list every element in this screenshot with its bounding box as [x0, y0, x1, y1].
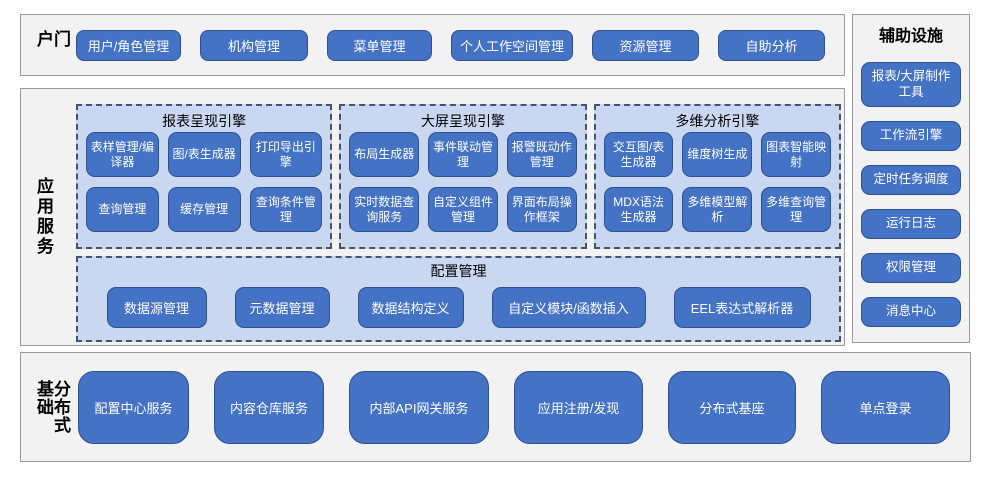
app-services-panel: 应用服务 报表呈现引擎 表样管理/编译器 图/表生成器 打印导出引擎 查询管理 …	[20, 88, 845, 346]
engine-button[interactable]: 打印导出引擎	[249, 132, 323, 177]
engine-button[interactable]: 图表智能映射	[761, 132, 831, 177]
engine-button[interactable]: MDX语法生成器	[603, 187, 674, 232]
foundation-button-api-gateway[interactable]: 内部API网关服务	[349, 370, 489, 444]
portal-button-user-role[interactable]: 用户/角色管理	[76, 29, 181, 61]
foundation-button-sso[interactable]: 单点登录	[821, 370, 950, 444]
config-button-custom-module[interactable]: 自定义模块/函数插入	[491, 287, 646, 328]
config-button-metadata[interactable]: 元数据管理	[234, 287, 330, 328]
report-engine-title: 报表呈现引擎	[162, 113, 247, 129]
aux-button-workflow[interactable]: 工作流引擎	[861, 121, 961, 151]
engine-button[interactable]: 实时数据查询服务	[349, 187, 420, 232]
portal-label: 门户	[34, 30, 70, 50]
app-services-content: 报表呈现引擎 表样管理/编译器 图/表生成器 打印导出引擎 查询管理 缓存管理 …	[76, 104, 841, 342]
portal-button-row: 用户/角色管理 机构管理 菜单管理 个人工作空间管理 资源管理 自助分析	[76, 29, 825, 61]
engine-button[interactable]: 多维查询管理	[761, 187, 831, 232]
foundation-button-row: 配置中心服务 内容仓库服务 内部API网关服务 应用注册/发现 分布式基座 单点…	[78, 370, 950, 444]
report-engine-grid: 表样管理/编译器 图/表生成器 打印导出引擎 查询管理 缓存管理 查询条件管理	[86, 132, 323, 232]
portal-button-resource[interactable]: 资源管理	[592, 29, 699, 61]
app-services-label: 应用服务	[34, 177, 53, 257]
bigscreen-engine-grid: 布局生成器 事件联动管理 报警既动作管理 实时数据查询服务 自定义组件管理 界面…	[349, 132, 577, 232]
foundation-button-content-repo[interactable]: 内容仓库服务	[214, 370, 324, 444]
auxiliary-title: 辅助设施	[878, 28, 943, 45]
engine-button[interactable]: 交互图/表生成器	[603, 132, 674, 177]
auxiliary-panel: 辅助设施 报表/大屏制作工具 工作流引擎 定时任务调度 运行日志 权限管理 消息…	[852, 14, 970, 343]
aux-button-report-tool[interactable]: 报表/大屏制作工具	[861, 62, 961, 107]
config-button-structure[interactable]: 数据结构定义	[357, 287, 464, 328]
engine-button[interactable]: 表样管理/编译器	[86, 132, 159, 177]
foundation-button-distributed-base[interactable]: 分布式基座	[668, 370, 796, 444]
config-button-eel-parser[interactable]: EEL表达式解析器	[673, 287, 811, 328]
engine-button[interactable]: 布局生成器	[349, 132, 420, 177]
engine-button[interactable]: 报警既动作管理	[506, 132, 577, 177]
config-button-row: 数据源管理 元数据管理 数据结构定义 自定义模块/函数插入 EEL表达式解析器	[88, 287, 829, 328]
engine-button[interactable]: 查询管理	[86, 187, 159, 232]
engine-button[interactable]: 维度树生成	[682, 132, 753, 177]
engine-button[interactable]: 缓存管理	[167, 187, 241, 232]
aux-button-message-center[interactable]: 消息中心	[861, 297, 961, 327]
portal-panel: 门户 用户/角色管理 机构管理 菜单管理 个人工作空间管理 资源管理 自助分析	[20, 14, 845, 76]
engine-button[interactable]: 多维模型解析	[682, 187, 753, 232]
olap-engine-grid: 交互图/表生成器 维度树生成 图表智能映射 MDX语法生成器 多维模型解析 多维…	[603, 132, 831, 232]
engines-row: 报表呈现引擎 表样管理/编译器 图/表生成器 打印导出引擎 查询管理 缓存管理 …	[76, 104, 841, 249]
portal-button-org[interactable]: 机构管理	[200, 29, 308, 61]
bigscreen-engine-title: 大屏呈现引擎	[420, 113, 505, 129]
bigscreen-engine-box: 大屏呈现引擎 布局生成器 事件联动管理 报警既动作管理 实时数据查询服务 自定义…	[339, 104, 587, 249]
olap-engine-title: 多维分析引擎	[675, 113, 760, 129]
aux-button-scheduler[interactable]: 定时任务调度	[861, 165, 961, 195]
engine-button[interactable]: 查询条件管理	[249, 187, 323, 232]
olap-engine-box: 多维分析引擎 交互图/表生成器 维度树生成 图表智能映射 MDX语法生成器 多维…	[593, 104, 841, 249]
config-management-box: 配置管理 数据源管理 元数据管理 数据结构定义 自定义模块/函数插入 EEL表达…	[76, 256, 841, 342]
foundation-button-config-center[interactable]: 配置中心服务	[78, 370, 189, 444]
config-management-title: 配置管理	[430, 263, 487, 279]
aux-button-runlog[interactable]: 运行日志	[861, 209, 961, 239]
aux-button-permission[interactable]: 权限管理	[861, 253, 961, 283]
portal-button-menu[interactable]: 菜单管理	[327, 29, 432, 61]
engine-button[interactable]: 界面布局操作框架	[506, 187, 577, 232]
report-engine-box: 报表呈现引擎 表样管理/编译器 图/表生成器 打印导出引擎 查询管理 缓存管理 …	[76, 104, 333, 249]
engine-button[interactable]: 事件联动管理	[428, 132, 498, 177]
foundation-button-app-registry[interactable]: 应用注册/发现	[514, 370, 643, 444]
foundation-panel: 分布式基础 配置中心服务 内容仓库服务 内部API网关服务 应用注册/发现 分布…	[20, 352, 971, 462]
portal-button-workspace[interactable]: 个人工作空间管理	[451, 29, 573, 61]
config-button-datasource[interactable]: 数据源管理	[106, 287, 207, 328]
portal-button-selfservice[interactable]: 自助分析	[718, 29, 825, 61]
engine-button[interactable]: 图/表生成器	[167, 132, 241, 177]
engine-button[interactable]: 自定义组件管理	[428, 187, 498, 232]
foundation-label: 分布式基础	[34, 380, 70, 434]
